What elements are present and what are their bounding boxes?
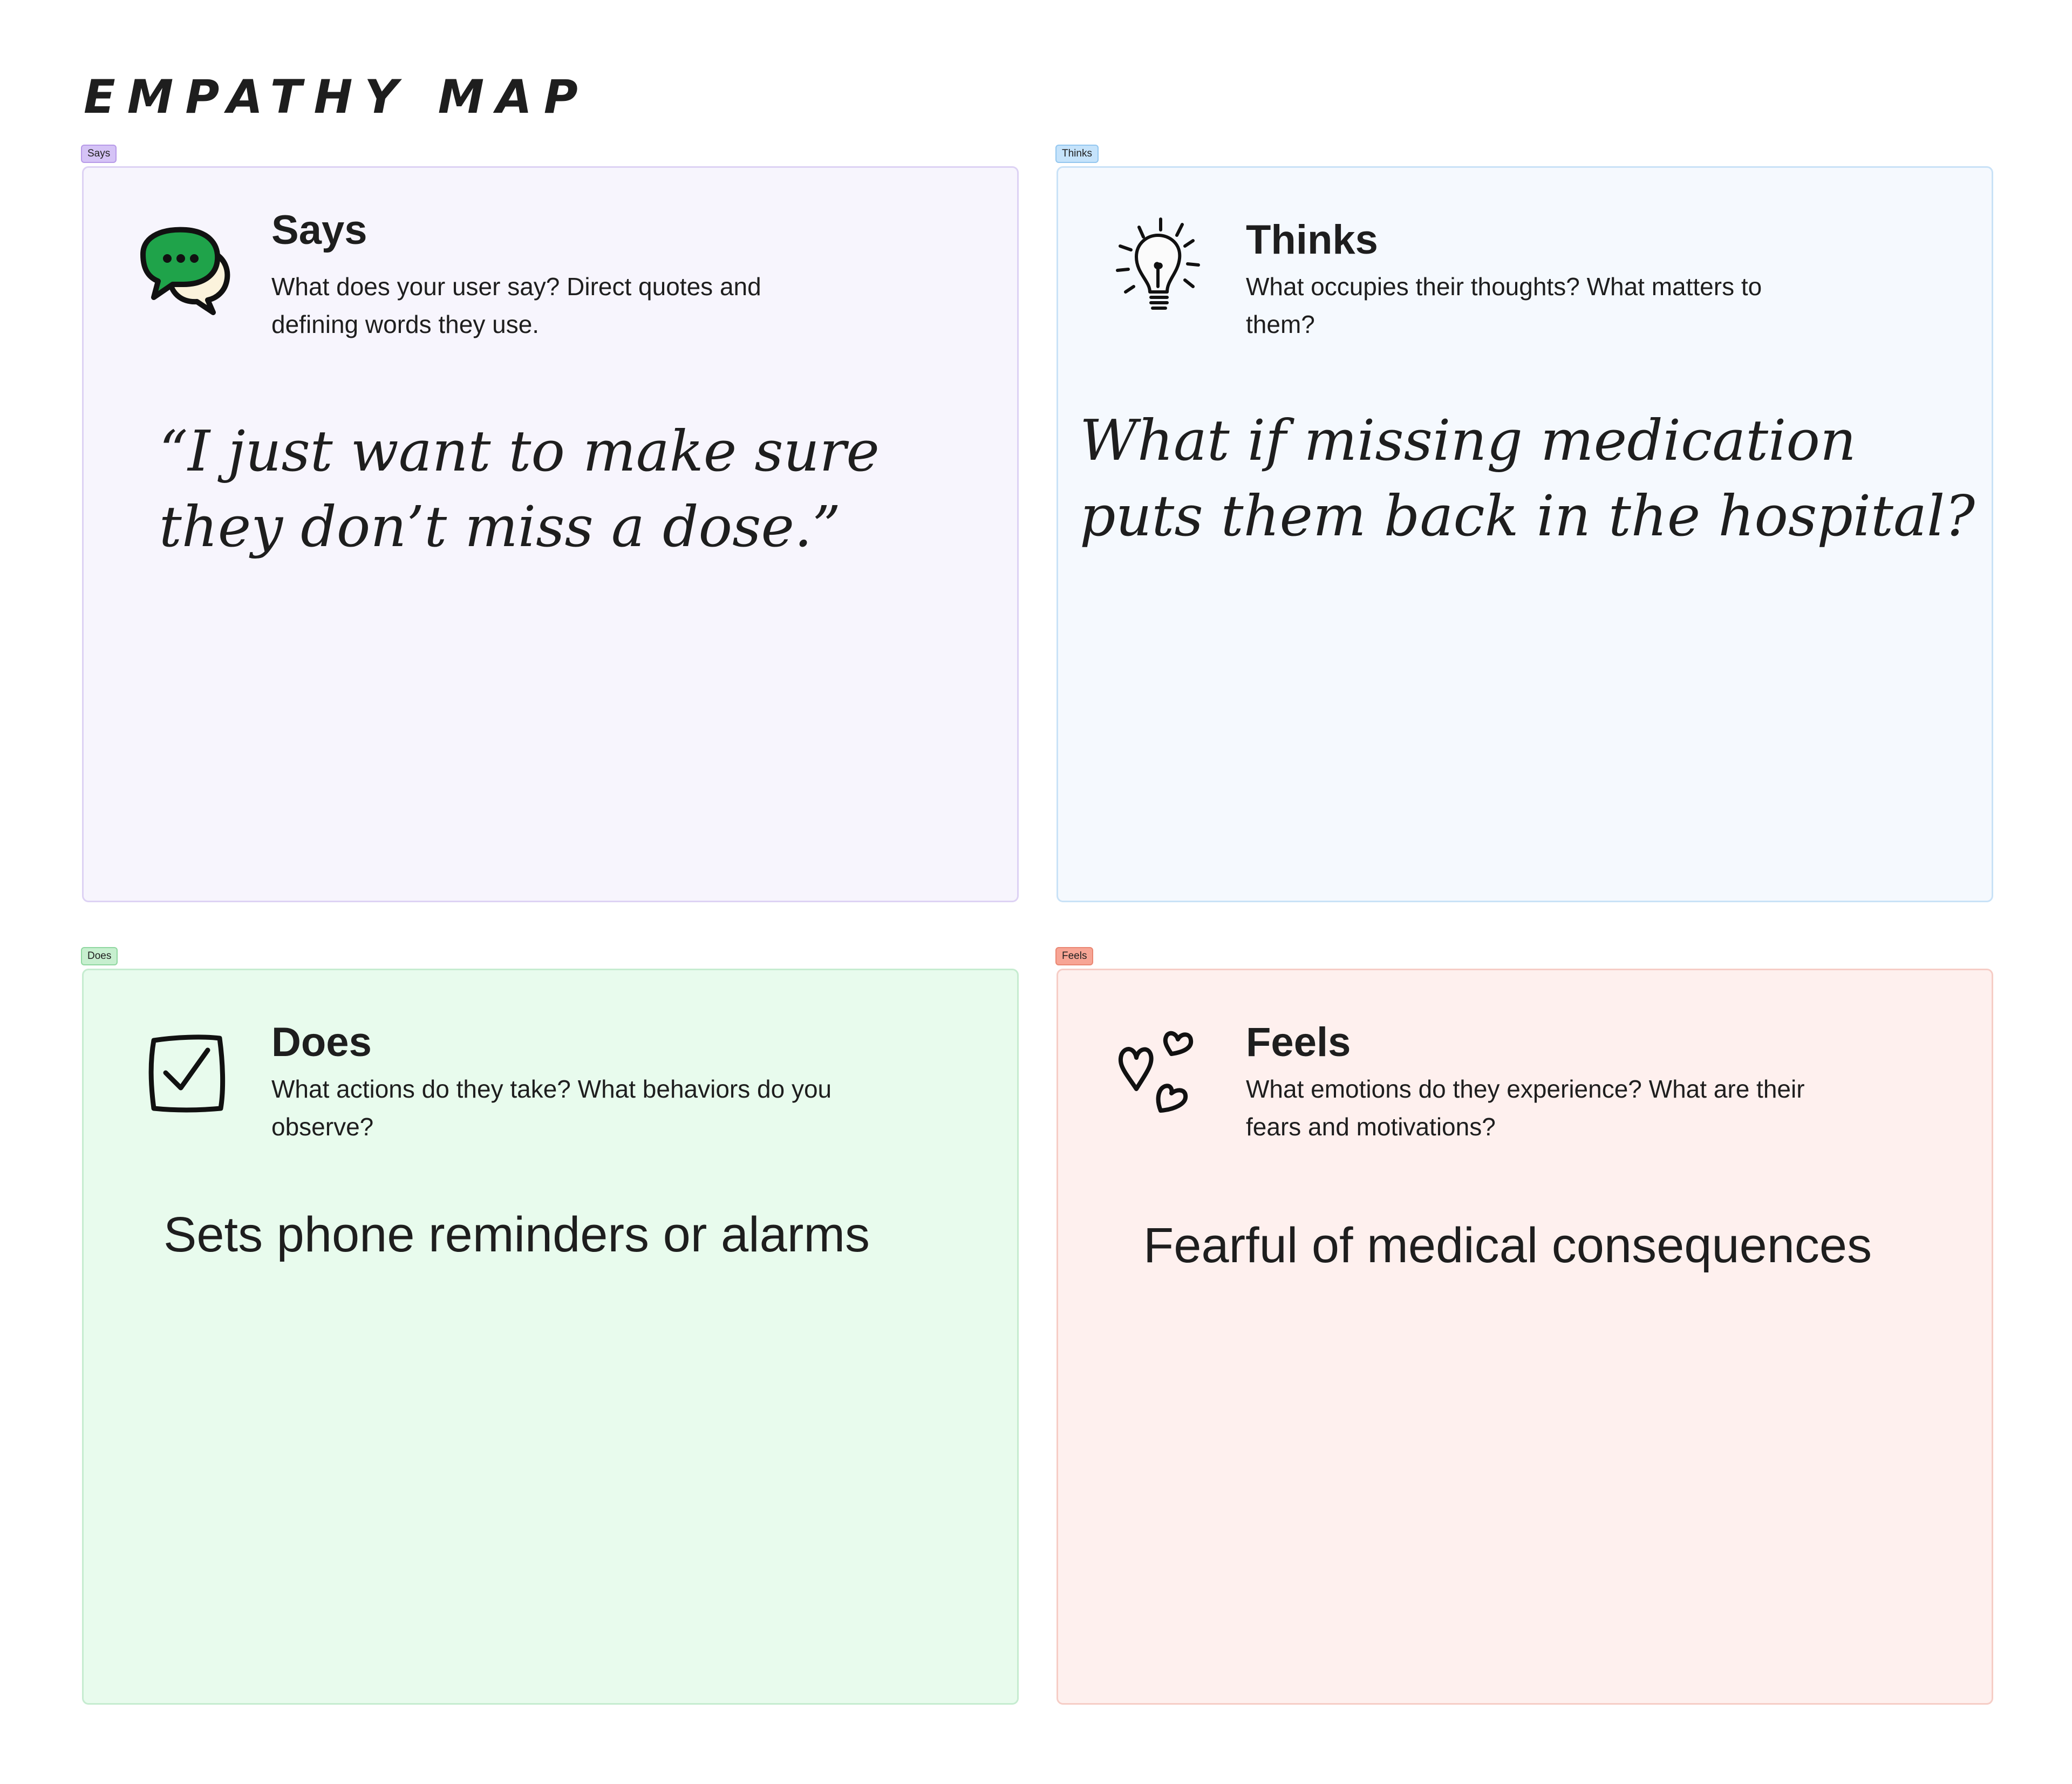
section-tag-feels[interactable]: Feels	[1055, 947, 1094, 965]
section-description-thinks: What occupies their thoughts? What matte…	[1246, 273, 1762, 338]
section-thinks[interactable]: Thinks What occupies their thoughts? Wha…	[1057, 166, 1993, 902]
section-description-says: What does your user say? Direct quotes a…	[271, 273, 761, 338]
section-description-feels: What emotions do they experience? What a…	[1246, 1075, 1805, 1141]
note-does[interactable]: Sets phone reminders or alarms	[163, 1207, 870, 1262]
section-tag-says[interactable]: Says	[81, 145, 117, 163]
section-says[interactable]: Says What does your user say? Direct quo…	[82, 166, 1019, 902]
speech-bubbles-icon	[132, 216, 240, 324]
hearts-icon	[1107, 1019, 1215, 1127]
section-tag-thinks[interactable]: Thinks	[1055, 145, 1099, 163]
note-thinks[interactable]: What if missing medication puts them bac…	[1080, 407, 1975, 549]
checkbox-icon	[132, 1019, 240, 1127]
board-title: EMPATHY MAP	[84, 70, 590, 124]
section-heading-says: Says	[271, 207, 367, 253]
section-heading-does: Does	[271, 1019, 372, 1065]
section-does[interactable]: Does What actions do they take? What beh…	[82, 969, 1019, 1705]
note-feels[interactable]: Fearful of medical consequences	[1143, 1218, 1872, 1273]
section-feels[interactable]: Feels What emotions do they experience? …	[1057, 969, 1993, 1705]
section-description-does: What actions do they take? What behavior…	[271, 1075, 832, 1141]
note-says[interactable]: “I just want to make sure they don’t mis…	[159, 418, 880, 560]
section-tag-does[interactable]: Does	[81, 947, 118, 965]
section-heading-thinks: Thinks	[1246, 217, 1378, 263]
section-heading-feels: Feels	[1246, 1019, 1351, 1065]
lightbulb-icon	[1107, 216, 1215, 324]
